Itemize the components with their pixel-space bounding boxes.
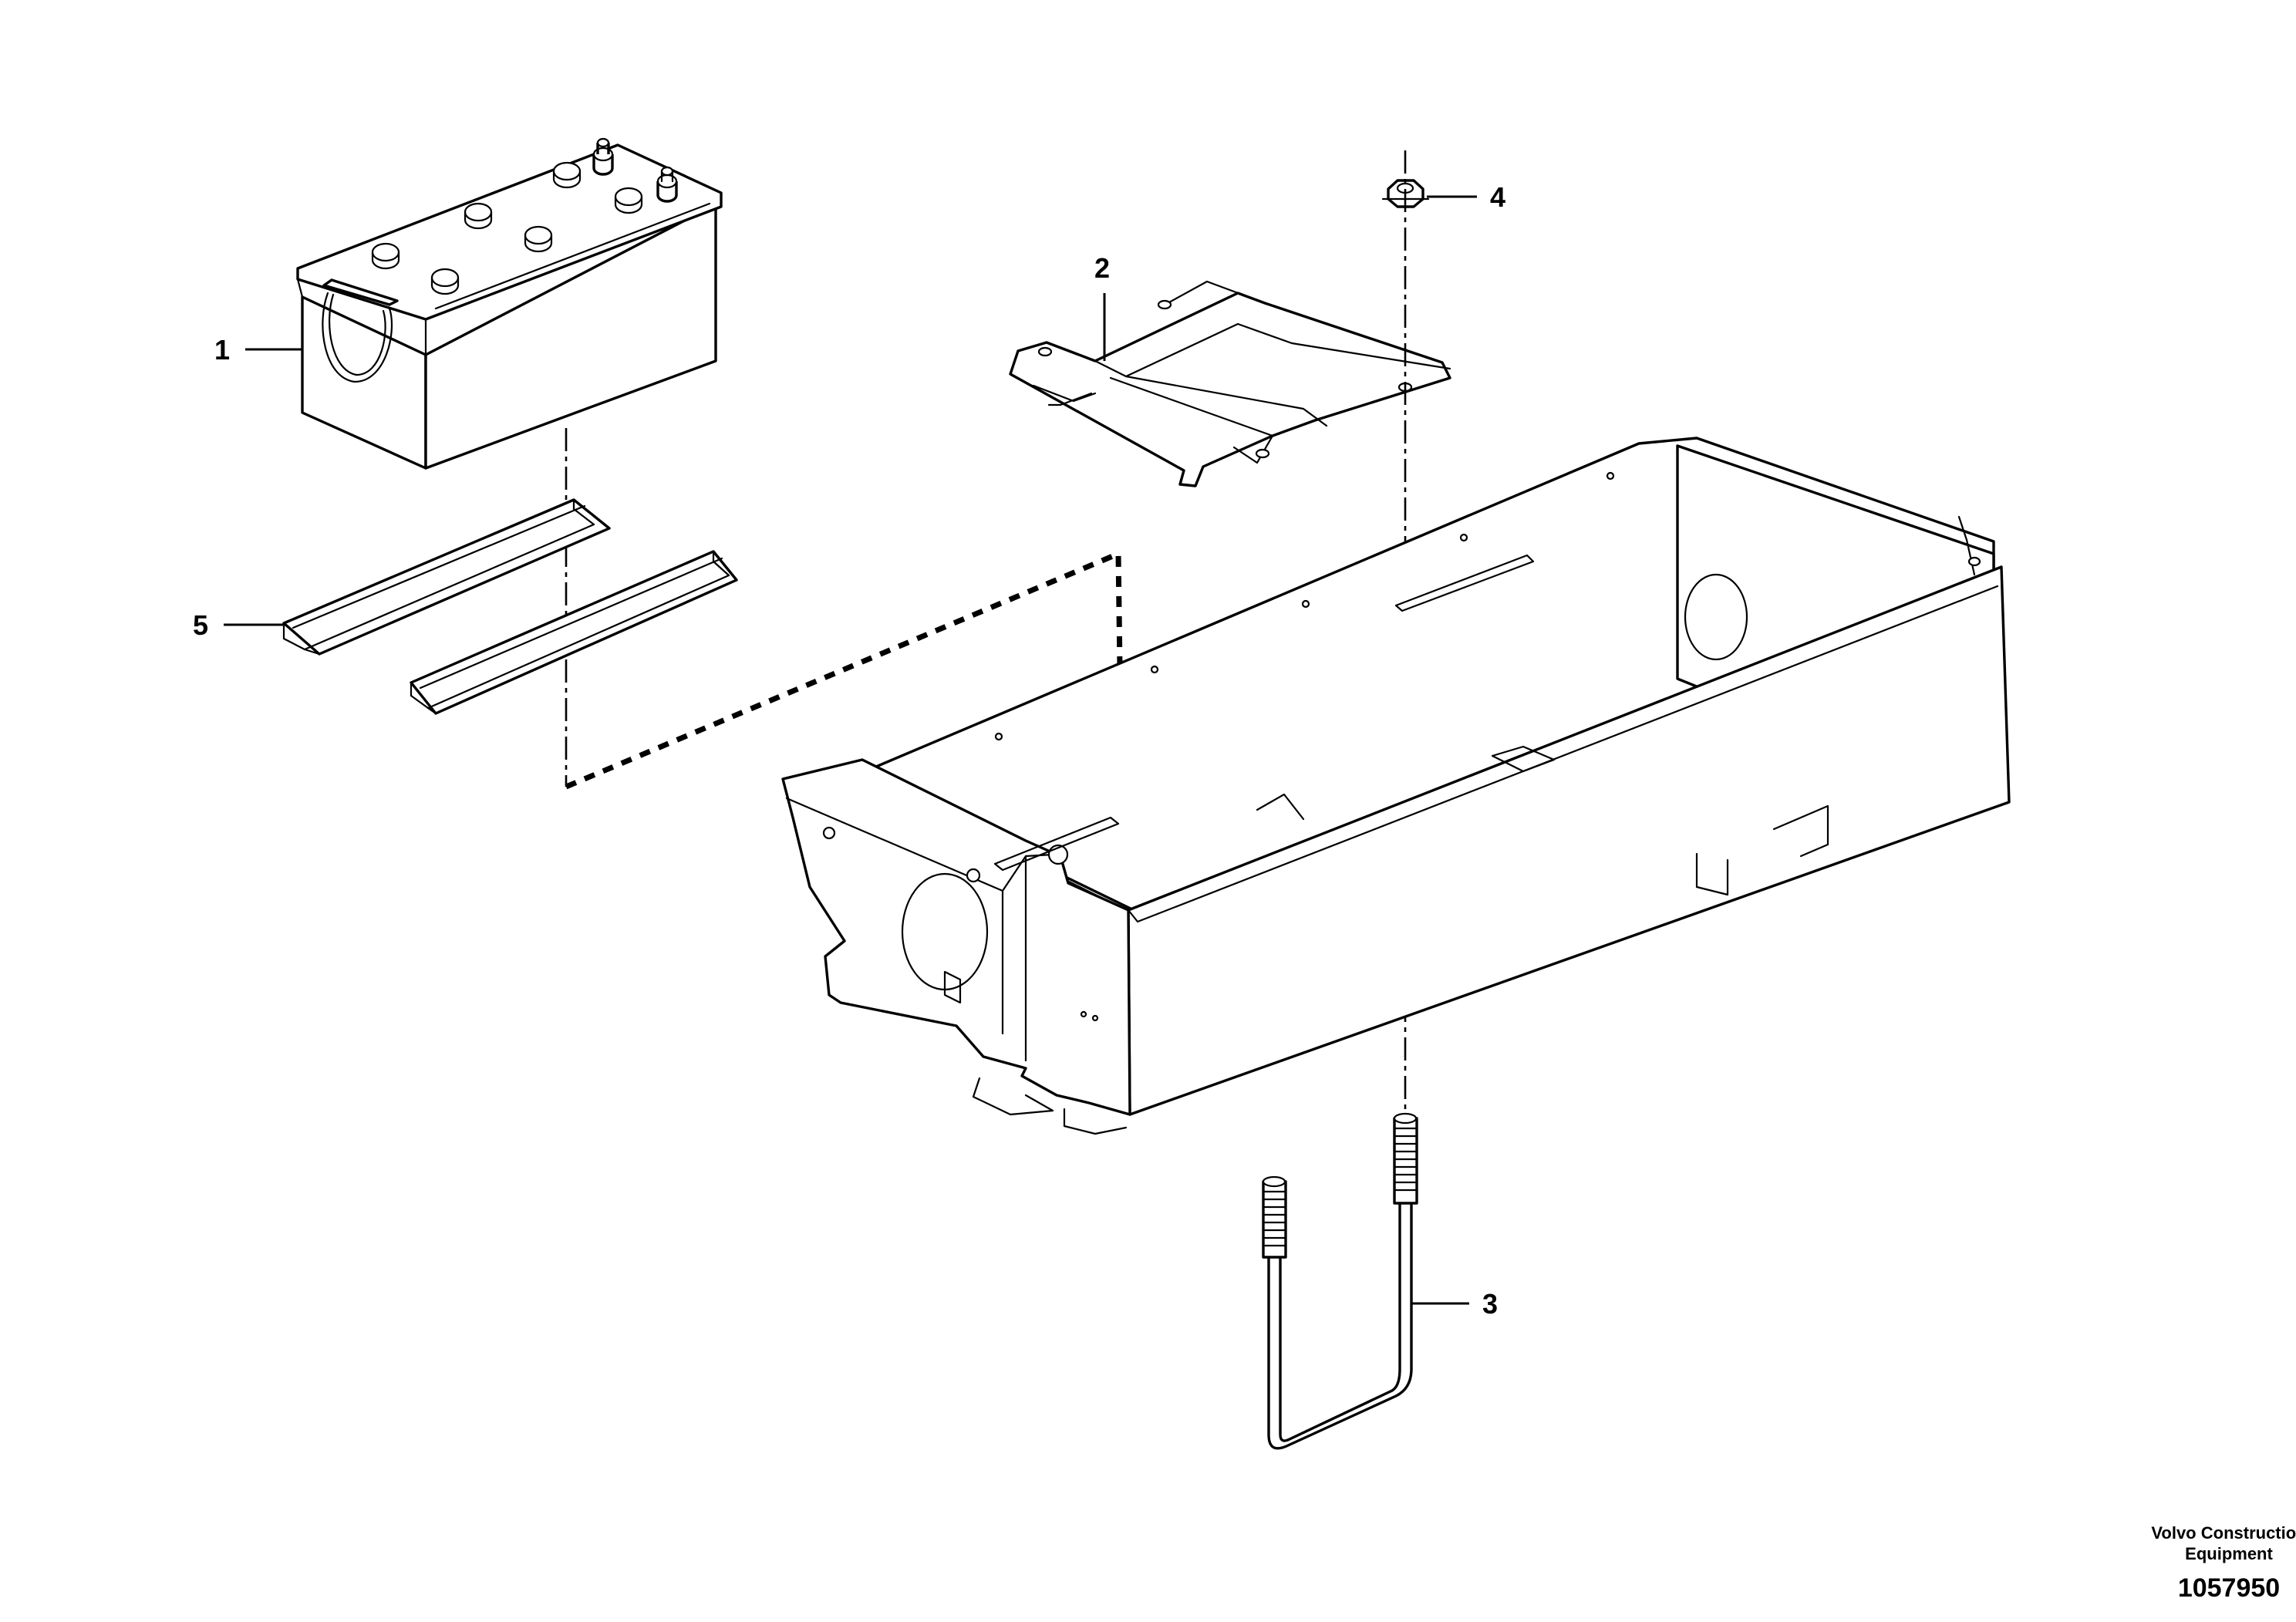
support-rails[interactable]: [282, 498, 738, 715]
callout-4: 4: [1427, 181, 1505, 213]
drawing-number: 1057950: [2178, 1573, 2280, 1603]
callout-3-label: 3: [1482, 1288, 1498, 1320]
u-bolt[interactable]: [1262, 1112, 1418, 1450]
callout-2: 2: [1094, 252, 1110, 361]
battery[interactable]: [296, 137, 723, 470]
company-name-line2: Equipment: [2185, 1544, 2273, 1563]
callout-1: 1: [214, 334, 302, 366]
drawing-footer: Volvo Construction Equipment 1057950: [2151, 1523, 2296, 1603]
callout-5: 5: [193, 609, 284, 641]
callout-3: 3: [1411, 1288, 1498, 1320]
callout-5-label: 5: [193, 609, 208, 641]
battery-tray: [781, 437, 2011, 1135]
callout-4-label: 4: [1490, 181, 1505, 213]
company-name-line1: Volvo Construction: [2151, 1523, 2296, 1543]
hold-down-clamp[interactable]: [1009, 280, 1451, 487]
callout-1-label: 1: [214, 334, 230, 366]
callout-2-label: 2: [1094, 252, 1110, 284]
